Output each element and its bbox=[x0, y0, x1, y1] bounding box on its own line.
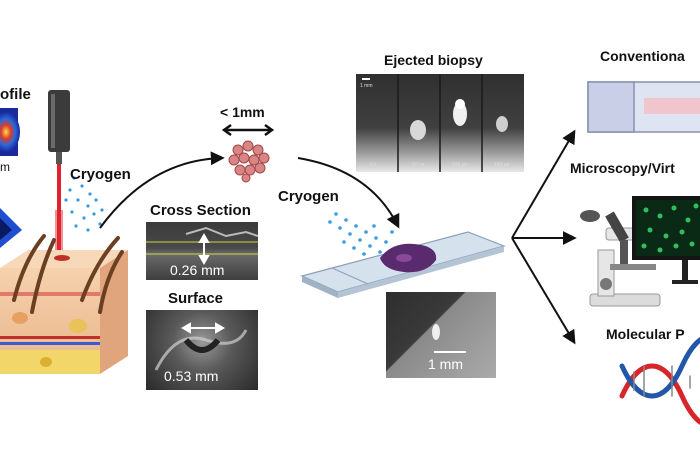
cryo-laser-device bbox=[48, 90, 70, 164]
beam-unit-label: m bbox=[0, 160, 10, 174]
surface-measure: 0.53 mm bbox=[164, 368, 219, 384]
cryogen-spray-right bbox=[328, 212, 398, 256]
monitor-icon bbox=[632, 196, 700, 284]
slide-micrograph-image: 1 mm bbox=[386, 292, 496, 378]
frame-time: 0 s bbox=[370, 162, 377, 168]
surface-image: 0.53 mm bbox=[146, 310, 258, 390]
surface-title: Surface bbox=[168, 290, 224, 307]
output-microscopy-label: Microscopy/Virt bbox=[570, 160, 675, 176]
ejected-biopsy-title: Ejected biopsy bbox=[384, 52, 483, 68]
cryogen-label-left: Cryogen bbox=[70, 166, 131, 183]
tissue-sample bbox=[380, 243, 437, 273]
hair-follicles bbox=[12, 234, 124, 314]
ejected-biopsy-image: 1 mm 0 s 60 µs 100 µs 140 µs bbox=[356, 74, 524, 172]
cross-section-overlay bbox=[146, 226, 258, 266]
branch-arrows bbox=[511, 129, 577, 345]
cell-cluster bbox=[228, 140, 270, 183]
cryogen-spray-left bbox=[64, 176, 104, 232]
output-molecular-label: Molecular P bbox=[606, 326, 685, 342]
cryogen-label-right: Cryogen bbox=[278, 188, 339, 205]
slide-scale-label: 1 mm bbox=[428, 356, 463, 372]
size-scale-label: < 1mm bbox=[220, 104, 265, 120]
conventional-slide-image bbox=[587, 81, 700, 133]
cross-section-image: 0.26 mm bbox=[146, 222, 258, 280]
ejected-scale-label: 1 mm bbox=[360, 83, 373, 89]
cross-section-measure: 0.26 mm bbox=[170, 262, 225, 278]
surface-overlay bbox=[154, 322, 248, 371]
arrow-to-cells bbox=[99, 151, 225, 229]
skin-block bbox=[0, 250, 128, 374]
slide-micrograph-overlay bbox=[432, 324, 466, 353]
size-double-arrow bbox=[221, 123, 275, 137]
beam-profile-label: ofile bbox=[0, 86, 31, 103]
ejected-frames-overlay bbox=[362, 74, 508, 172]
dna-icon bbox=[619, 337, 700, 425]
laser-beam bbox=[55, 164, 63, 256]
beam-shape-icon bbox=[0, 208, 22, 248]
output-conventional-label: Conventiona bbox=[600, 48, 685, 64]
arrow-to-slide bbox=[297, 157, 400, 229]
frame-time: 100 µs bbox=[452, 162, 468, 168]
cross-section-title: Cross Section bbox=[150, 202, 251, 219]
frame-time: 140 µs bbox=[494, 162, 510, 168]
beam-profile-image bbox=[0, 108, 20, 156]
frame-time: 60 µs bbox=[412, 162, 425, 168]
